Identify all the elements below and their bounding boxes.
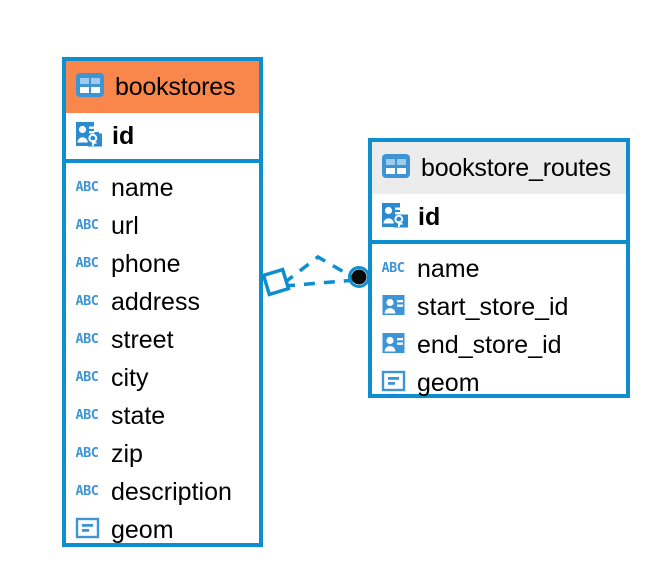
column-label: name	[111, 173, 174, 202]
column-label: street	[111, 325, 174, 354]
text-type-icon: ABC	[75, 478, 102, 507]
geometry-type-icon	[381, 369, 408, 398]
text-type-icon: ABC	[75, 440, 102, 469]
column-row[interactable]: geom	[66, 511, 259, 549]
entity-header-bookstore-routes[interactable]: bookstore_routes	[372, 142, 626, 194]
svg-text:ABC: ABC	[76, 217, 99, 233]
relationship-line-lower	[283, 278, 357, 288]
column-row[interactable]: ABC description	[66, 473, 259, 511]
column-row[interactable]: ABC phone	[66, 245, 259, 283]
text-type-icon: ABC	[75, 288, 102, 317]
primary-key-icon	[381, 202, 409, 233]
column-label: description	[111, 477, 232, 506]
svg-text:ABC: ABC	[76, 331, 99, 347]
diamond-marker	[261, 267, 291, 297]
column-label: zip	[111, 439, 143, 468]
column-label: end_store_id	[417, 330, 562, 359]
primary-key-icon	[75, 121, 103, 152]
column-row-primary-key[interactable]: id	[66, 113, 259, 163]
text-type-icon: ABC	[381, 255, 408, 284]
entity-title: bookstores	[115, 72, 236, 101]
column-row[interactable]: end_store_id	[372, 326, 626, 364]
text-type-icon: ABC	[75, 174, 102, 203]
svg-text:ABC: ABC	[76, 293, 99, 309]
column-label: url	[111, 211, 139, 240]
relationship-line-upper	[282, 254, 357, 285]
text-type-icon: ABC	[75, 212, 102, 241]
filled-circle-marker	[348, 266, 370, 288]
column-row-primary-key[interactable]: id	[372, 194, 626, 244]
text-type-icon: ABC	[75, 250, 102, 279]
column-row[interactable]: ABC address	[66, 283, 259, 321]
column-row[interactable]: ABC street	[66, 321, 259, 359]
column-label: geom	[111, 515, 174, 544]
geometry-type-icon	[75, 516, 102, 545]
svg-text:ABC: ABC	[76, 179, 99, 195]
foreign-key-icon	[381, 293, 408, 322]
column-label: city	[111, 363, 149, 392]
column-label: state	[111, 401, 166, 430]
column-row[interactable]: ABC name	[372, 250, 626, 288]
svg-text:ABC: ABC	[76, 483, 99, 499]
column-label: name	[417, 254, 480, 283]
column-row[interactable]: ABC name	[66, 169, 259, 207]
svg-text:ABC: ABC	[382, 260, 405, 276]
svg-text:ABC: ABC	[76, 369, 99, 385]
svg-text:ABC: ABC	[76, 445, 99, 461]
column-row[interactable]: ABC city	[66, 359, 259, 397]
text-type-icon: ABC	[75, 402, 102, 431]
column-row[interactable]: start_store_id	[372, 288, 626, 326]
column-row[interactable]: geom	[372, 364, 626, 402]
table-icon	[381, 153, 411, 184]
column-row[interactable]: ABC state	[66, 397, 259, 435]
column-row[interactable]: ABC url	[66, 207, 259, 245]
column-label: geom	[417, 368, 480, 397]
foreign-key-icon	[381, 331, 408, 360]
column-label: start_store_id	[417, 292, 569, 321]
column-label: address	[111, 287, 200, 316]
entity-header-bookstores[interactable]: bookstores	[66, 61, 259, 113]
table-icon	[75, 72, 105, 103]
column-label: id	[418, 202, 441, 231]
text-type-icon: ABC	[75, 364, 102, 393]
svg-text:ABC: ABC	[76, 407, 99, 423]
column-label: phone	[111, 249, 181, 278]
svg-text:ABC: ABC	[76, 255, 99, 271]
text-type-icon: ABC	[75, 326, 102, 355]
column-label: id	[112, 121, 135, 150]
entity-bookstores[interactable]: bookstores id	[62, 57, 263, 547]
entity-title: bookstore_routes	[421, 153, 611, 182]
column-row[interactable]: ABC zip	[66, 435, 259, 473]
